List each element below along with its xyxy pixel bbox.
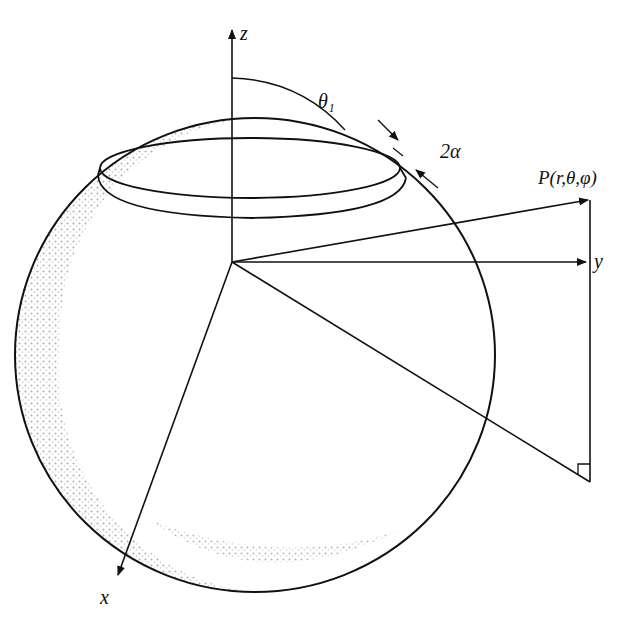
- angle-label: θ₁: [318, 90, 335, 112]
- axis-label: x: [100, 586, 109, 608]
- point-label: P(r,θ,φ): [538, 168, 597, 189]
- width-label: 2α: [440, 140, 461, 162]
- axis-label: z: [240, 22, 248, 44]
- axis-label: y: [594, 250, 603, 272]
